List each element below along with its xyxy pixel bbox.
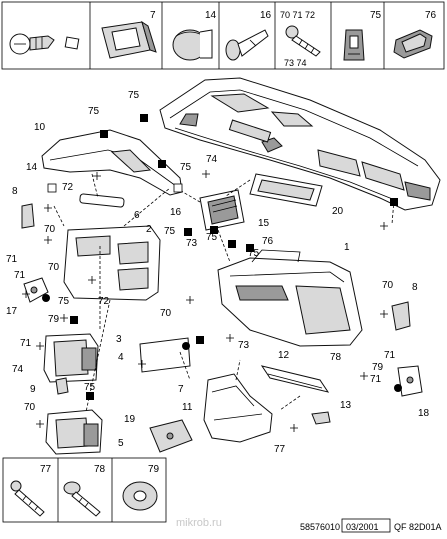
part-13-clip — [311, 411, 331, 425]
strip-label-75: 75 — [370, 10, 382, 21]
callout-18: 18 — [418, 408, 430, 419]
part-20-frame — [249, 173, 323, 207]
footer-ref: QF 82D01A — [394, 522, 442, 532]
screw-icon — [285, 25, 321, 57]
fastener-markers — [22, 114, 402, 432]
callout-10: 10 — [34, 122, 46, 133]
callout-79: 79 — [372, 362, 384, 373]
callout-71: 71 — [6, 254, 18, 265]
callout-70: 70 — [382, 280, 394, 291]
callout-15: 15 — [258, 218, 270, 229]
part-19-knob-panel — [149, 419, 193, 453]
fastener-strip-top: 7 14 16 70 71 72 73 74 — [1, 1, 445, 70]
part-15-centre-vent — [199, 189, 245, 231]
flange-screw-icon — [63, 481, 101, 517]
callout-19: 19 — [124, 414, 136, 425]
part-8-bracket-right — [391, 301, 411, 331]
callout-71: 71 — [370, 374, 382, 385]
strip-label-78: 78 — [94, 464, 106, 475]
callout-11: 11 — [182, 402, 193, 413]
callout-71: 71 — [384, 350, 396, 361]
callout-13: 13 — [340, 400, 352, 411]
callout-78: 78 — [330, 352, 342, 363]
push-rivet-icon — [225, 29, 269, 61]
callout-75: 75 — [180, 162, 192, 173]
callout-71: 71 — [14, 270, 26, 281]
callout-75: 75 — [206, 232, 218, 243]
round-cap-icon — [172, 29, 213, 61]
callout-75: 75 — [128, 90, 140, 101]
speed-nut-icon — [343, 29, 365, 61]
part-4-vent-housing — [43, 333, 99, 383]
callout-70: 70 — [44, 224, 56, 235]
callout-75: 75 — [164, 226, 176, 237]
part-12-strip — [260, 365, 330, 393]
callout-9: 9 — [30, 384, 36, 395]
callout-73: 73 — [186, 238, 198, 249]
watermark-text: mikrob.ru — [176, 517, 222, 529]
callout-74: 74 — [12, 364, 24, 375]
callout-75: 75 — [248, 248, 260, 259]
footer-date: 03/2001 — [346, 522, 379, 532]
callout-16: 16 — [170, 207, 182, 218]
callout-75: 75 — [84, 382, 96, 393]
callout-70: 70 — [24, 402, 36, 413]
footer-code: 58576010 — [300, 522, 340, 532]
part-18-bracket — [397, 365, 423, 397]
callout-75: 75 — [58, 296, 70, 307]
callout-12: 12 — [278, 350, 290, 361]
strip-label-73-74: 73 74 — [284, 58, 307, 68]
strip-label-76: 76 — [425, 10, 437, 21]
footer-reference: 58576010 03/2001 QF 82D01A — [300, 518, 442, 533]
part-6-bar — [79, 193, 125, 208]
callout-75: 75 — [88, 106, 100, 117]
callout-72: 72 — [98, 296, 110, 307]
dashboard-main-panel — [159, 77, 441, 211]
callout-labels: 10 75 75 75 74 14 72 8 6 16 15 20 75 2 7… — [6, 90, 430, 455]
callout-14: 14 — [26, 162, 38, 173]
part-11-lower-cover — [203, 373, 273, 443]
callout-17: 17 — [6, 306, 18, 317]
callout-70: 70 — [160, 308, 172, 319]
callout-71: 71 — [20, 338, 32, 349]
part-3-panel — [139, 337, 191, 373]
callout-7: 7 — [178, 384, 184, 395]
callout-20: 20 — [332, 206, 344, 217]
callout-8: 8 — [12, 186, 18, 197]
strip-label-70-74: 70 71 72 — [280, 10, 315, 20]
grommet-icon — [393, 29, 433, 59]
clip-fastener-icon — [9, 33, 80, 55]
part-8-bracket-left — [21, 203, 35, 229]
callout-1: 1 — [344, 242, 350, 253]
part-1-centre-console — [217, 249, 363, 347]
callout-8: 8 — [412, 282, 418, 293]
callout-76: 76 — [262, 236, 274, 247]
callout-4: 4 — [118, 352, 124, 363]
callout-3: 3 — [116, 334, 122, 345]
part-5-vent — [45, 409, 103, 455]
part-2-centre-bezel — [63, 225, 161, 301]
part-9-clip — [55, 377, 69, 395]
screw-77-icon — [10, 480, 45, 517]
callout-79: 79 — [48, 314, 60, 325]
rectangular-clip-icon — [101, 20, 157, 59]
callout-6: 6 — [134, 210, 140, 221]
strip-label-16: 16 — [260, 10, 272, 21]
callout-2: 2 — [146, 224, 152, 235]
strip-label-77: 77 — [40, 464, 52, 475]
strip-label-14: 14 — [205, 10, 217, 21]
fastener-strip-bottom: 77 78 79 — [2, 457, 167, 523]
part-17-bracket — [23, 277, 49, 303]
callout-70: 70 — [48, 262, 60, 273]
callout-73: 73 — [238, 340, 250, 351]
callout-72: 72 — [62, 182, 74, 193]
strip-label-7: 7 — [150, 10, 156, 21]
strip-label-79: 79 — [148, 464, 160, 475]
callout-77: 77 — [274, 444, 286, 455]
callout-74: 74 — [206, 154, 218, 165]
callout-5: 5 — [118, 438, 124, 449]
washer-icon — [122, 481, 158, 511]
